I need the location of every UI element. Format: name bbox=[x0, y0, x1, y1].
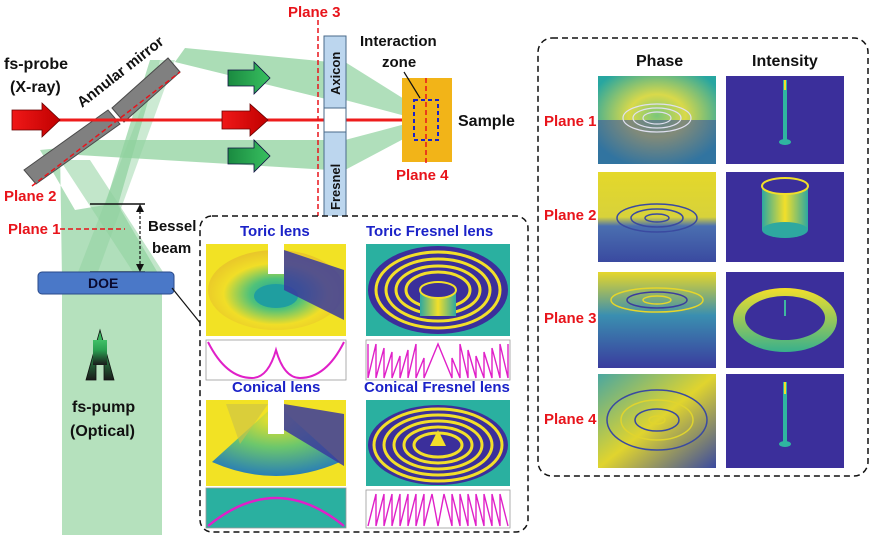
sample-block bbox=[402, 78, 452, 162]
intensity-plane-3 bbox=[726, 272, 844, 368]
profiles-panel: Phase Intensity Plane 1 Plane 2 Plane 3 … bbox=[537, 37, 869, 477]
probe-label-line1: fs-probe bbox=[4, 56, 68, 73]
plane3-gap bbox=[323, 107, 347, 133]
interaction-label-line2: zone bbox=[382, 54, 416, 71]
interaction-label-line1: Interaction bbox=[360, 33, 437, 50]
conical-lens-title: Conical lens bbox=[232, 379, 320, 396]
toric-profile-box bbox=[205, 339, 347, 381]
row-label-plane-3: Plane 3 bbox=[544, 310, 597, 327]
conical-fresnel-lens-title: Conical Fresnel lens bbox=[364, 379, 510, 396]
probe-arrow-icon bbox=[11, 102, 61, 138]
probe-arrow-mid-icon bbox=[221, 103, 269, 137]
toric-lens-image bbox=[206, 244, 346, 336]
conical-profile-curve bbox=[207, 496, 345, 527]
phase-plane-1 bbox=[598, 76, 716, 164]
phase-plane-4 bbox=[598, 374, 716, 468]
plane3-label: Plane 3 bbox=[288, 4, 341, 21]
lower-reflected-beam bbox=[78, 140, 330, 170]
doe-label: DOE bbox=[88, 275, 118, 291]
conical-lens-image bbox=[206, 400, 346, 486]
toric-fresnel-lens-title: Toric Fresnel lens bbox=[366, 223, 493, 240]
bessel-label-line2: beam bbox=[152, 240, 191, 257]
sample-label: Sample bbox=[458, 113, 515, 130]
row-label-plane-1: Plane 1 bbox=[544, 113, 597, 130]
pump-beam bbox=[62, 285, 162, 535]
conical-fresnel-profile-curve bbox=[367, 493, 509, 527]
toric-fresnel-profile-box bbox=[365, 339, 511, 381]
conical-fresnel-lens-image bbox=[366, 400, 510, 486]
row-label-plane-2: Plane 2 bbox=[544, 207, 597, 224]
pump-label-line1: fs-pump bbox=[72, 399, 135, 416]
phase-plane-3 bbox=[598, 272, 716, 368]
green-arrow-upper-icon bbox=[227, 61, 271, 95]
bessel-label-line1: Bessel bbox=[148, 218, 196, 235]
phase-header: Phase bbox=[636, 53, 683, 70]
bessel-beam-cross bbox=[60, 160, 165, 275]
plane2-label: Plane 2 bbox=[4, 188, 57, 205]
plane4-label: Plane 4 bbox=[396, 167, 449, 184]
annular-mirror bbox=[23, 57, 181, 187]
green-arrow-lower-icon bbox=[227, 139, 271, 173]
plane1-label: Plane 1 bbox=[8, 221, 61, 238]
conical-fresnel-profile-box bbox=[365, 489, 511, 529]
toric-profile-curve bbox=[207, 341, 345, 380]
lens-panel: Toric lens Toric Fresnel lens Conical le… bbox=[199, 215, 529, 533]
intensity-plane-4 bbox=[726, 374, 844, 468]
doe-element bbox=[37, 271, 175, 295]
bessel-beam-cross-2 bbox=[75, 60, 175, 280]
probe-label-line2: (X-ray) bbox=[10, 79, 61, 96]
toric-fresnel-lens-image bbox=[366, 244, 510, 336]
conical-profile-box bbox=[205, 487, 347, 529]
axicon-label: Axicon bbox=[328, 52, 343, 95]
intensity-header: Intensity bbox=[752, 53, 818, 70]
pump-label-line2: (Optical) bbox=[70, 423, 135, 440]
bessel-beam-cone bbox=[40, 60, 162, 280]
phase-plane-2 bbox=[598, 172, 716, 262]
intensity-plane-2 bbox=[726, 172, 844, 262]
fresnel-label: Fresnel bbox=[328, 164, 343, 210]
intensity-plane-1 bbox=[726, 76, 844, 164]
toric-lens-title: Toric lens bbox=[240, 223, 310, 240]
row-label-plane-4: Plane 4 bbox=[544, 411, 597, 428]
toric-fresnel-profile-curve bbox=[367, 342, 509, 379]
interaction-zone-box bbox=[413, 99, 439, 141]
